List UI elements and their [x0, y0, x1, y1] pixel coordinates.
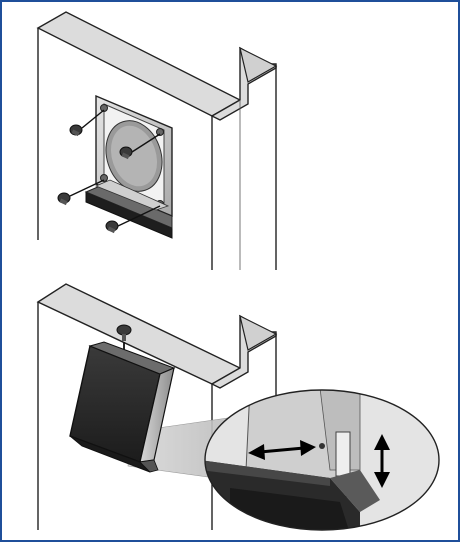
- wall-top-2: [36, 283, 278, 389]
- screw-icon: [105, 220, 119, 234]
- panel-device-hanging: [36, 283, 440, 531]
- screw-icon: [69, 124, 83, 137]
- vertical-arrow-icon: [374, 434, 390, 488]
- screws-panel-1: [57, 109, 161, 234]
- wall-plate: [95, 94, 173, 218]
- horizontal-arrow-icon: [248, 440, 316, 460]
- screw-icon: [57, 192, 71, 206]
- bracket-ledge: [84, 179, 173, 239]
- wall-top-1: [36, 11, 278, 121]
- device: [69, 341, 176, 473]
- screw-icon: [119, 146, 133, 160]
- detail-magnifier: [204, 389, 440, 531]
- panel-bracket-mounting: [36, 11, 278, 270]
- wall-front-1: [37, 28, 277, 270]
